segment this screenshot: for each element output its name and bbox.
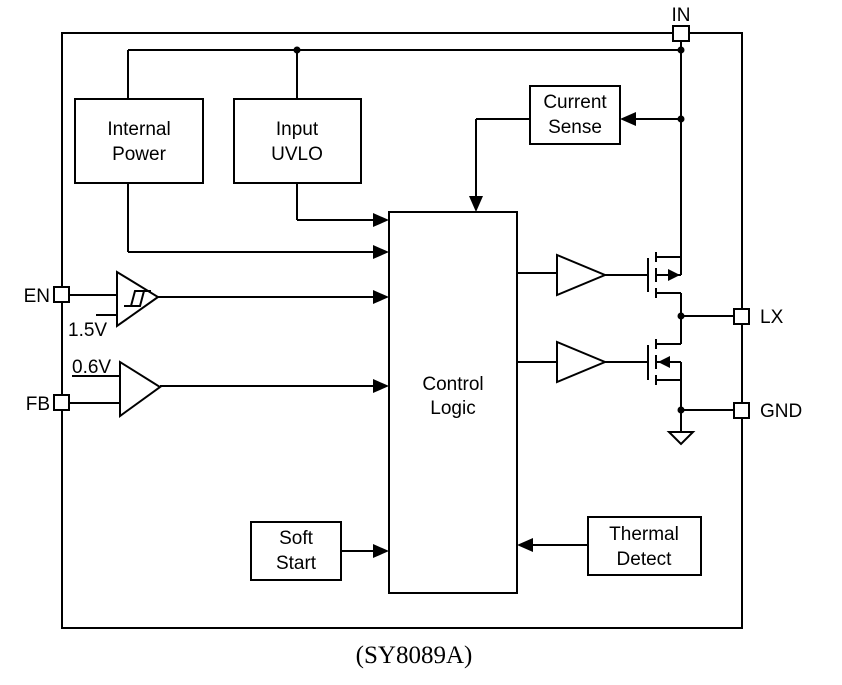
input-uvlo-label-1: Input xyxy=(276,119,319,140)
fb-pin xyxy=(53,394,70,411)
diagram-caption: (SY8089A) xyxy=(356,642,473,669)
soft-start-wire xyxy=(341,544,389,558)
current-sense-label-1: Current xyxy=(543,92,607,113)
thermal-detect-wire xyxy=(517,538,588,552)
control-logic-label-2: Logic xyxy=(430,398,475,419)
low-side-mosfet xyxy=(647,339,682,432)
power-to-control-wire xyxy=(127,183,389,259)
thermal-detect-label-1: Thermal xyxy=(609,524,679,545)
high-side-driver xyxy=(517,253,648,297)
chip-outline xyxy=(61,32,743,629)
en-comparator xyxy=(69,270,389,328)
lx-pin xyxy=(733,308,750,325)
soft-start-label-2: Start xyxy=(276,553,317,574)
internal-power-label-2: Power xyxy=(112,144,167,165)
en-threshold-label: 1.5V xyxy=(68,320,107,341)
in-rail xyxy=(127,41,685,252)
control-logic-label-1: Control xyxy=(422,374,483,395)
current-sense-wiring xyxy=(469,112,681,212)
fb-reference-label: 0.6V xyxy=(72,357,111,378)
internal-power-label-1: Internal xyxy=(107,119,170,140)
input-uvlo-block xyxy=(233,98,362,184)
thermal-detect-block xyxy=(587,516,702,576)
gnd-pin xyxy=(733,402,750,419)
fb-pin-label: FB xyxy=(26,394,50,415)
thermal-detect-label-2: Detect xyxy=(617,549,673,570)
fb-error-amplifier xyxy=(69,360,389,418)
ground-symbol xyxy=(666,431,696,446)
soft-start-block xyxy=(250,521,342,581)
input-uvlo-label-2: UVLO xyxy=(271,144,323,165)
uvlo-to-control-wire xyxy=(296,183,389,227)
soft-start-label-1: Soft xyxy=(279,528,314,549)
internal-power-block xyxy=(74,98,204,184)
current-sense-label-2: Sense xyxy=(548,117,602,138)
en-pin-label: EN xyxy=(24,286,50,307)
gnd-pin-label: GND xyxy=(760,401,802,422)
control-logic-block xyxy=(388,211,518,594)
current-sense-block xyxy=(529,85,621,145)
high-side-mosfet xyxy=(647,252,682,340)
en-pin xyxy=(53,286,70,303)
in-pin-label: IN xyxy=(672,5,691,26)
low-side-driver xyxy=(517,340,648,384)
in-pin xyxy=(672,25,690,42)
lx-pin-label: LX xyxy=(760,307,784,328)
